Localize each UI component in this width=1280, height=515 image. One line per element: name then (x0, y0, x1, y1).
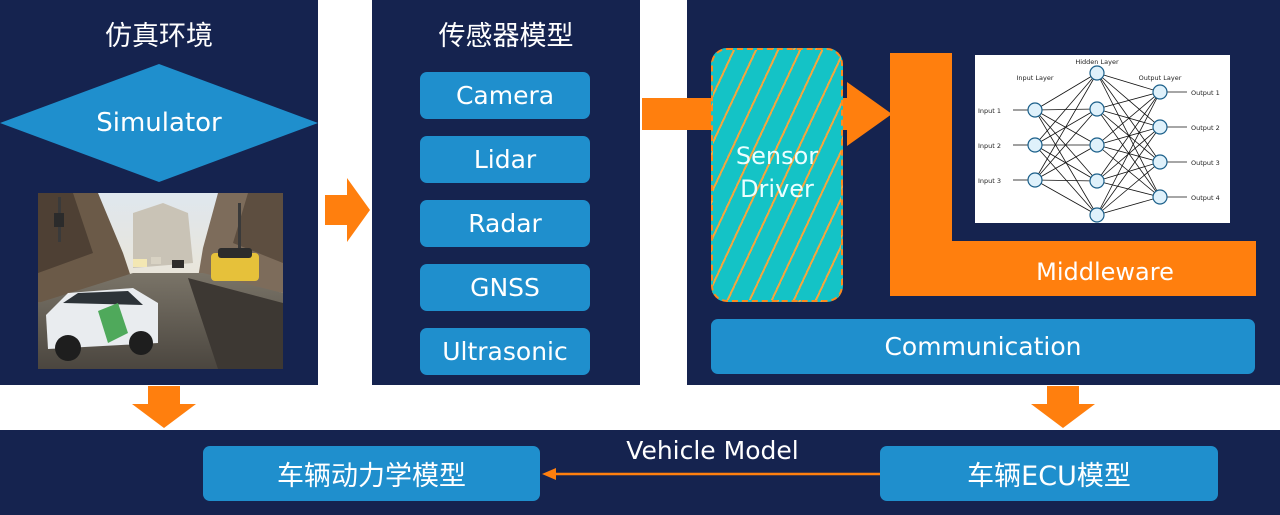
nn-edge (1034, 109, 1098, 182)
nn-connections (1013, 72, 1187, 216)
nn-hidden-node (1089, 101, 1105, 117)
nn-input-2: Input 2 (978, 142, 1001, 150)
vehicle-ecu-button[interactable]: 车辆ECU模型 (880, 446, 1218, 501)
middleware-l-shape (890, 53, 1256, 296)
nn-edge (1096, 72, 1161, 93)
sensor-radar-button[interactable]: Radar (420, 200, 590, 247)
nn-input-node (1027, 102, 1043, 118)
sensor-panel (372, 0, 640, 385)
nn-edge (1034, 179, 1098, 182)
nn-hidden-layer-label: Hidden Layer (1075, 58, 1119, 66)
nn-output-3: Output 3 (1191, 159, 1220, 167)
nn-edge (1034, 72, 1098, 111)
nn-edge (1034, 72, 1098, 181)
nn-output-2: Output 2 (1191, 124, 1220, 132)
nn-input-node (1027, 137, 1043, 153)
nn-edge (1096, 91, 1161, 182)
nn-edge (1096, 161, 1161, 216)
nn-hidden-node (1089, 137, 1105, 153)
nn-output-1: Output 1 (1191, 89, 1220, 97)
vehicle-model-label: Vehicle Model (626, 436, 799, 465)
sensor-ultrasonic-button[interactable]: Ultrasonic (420, 328, 590, 375)
neural-network-diagram: Hidden Layer Input Layer Output Layer In… (975, 55, 1230, 223)
nn-output-node (1152, 154, 1168, 170)
nn-edge (1096, 91, 1161, 216)
sensor-title: 传感器模型 (438, 21, 574, 52)
simulator-diamond[interactable] (0, 64, 318, 182)
nn-edge (1096, 72, 1161, 163)
nn-edge (1034, 144, 1098, 216)
sensor-camera-button[interactable]: Camera (420, 72, 590, 119)
nn-hidden-node (1089, 65, 1105, 81)
arrow-down-stack (1031, 386, 1095, 428)
nn-edge (1034, 108, 1098, 181)
sensor-driver-line2: Driver (740, 175, 814, 203)
nn-edge (1096, 91, 1161, 110)
nn-edge (1096, 126, 1161, 216)
nn-edge (1034, 109, 1098, 146)
sensor-driver-box[interactable] (711, 48, 843, 302)
nn-hidden-node (1089, 173, 1105, 189)
arrow-down-simulation (132, 386, 196, 428)
vehicle-dynamics-button[interactable]: 车辆动力学模型 (203, 446, 540, 501)
nn-edge (1096, 91, 1161, 146)
nn-edge (1096, 108, 1161, 163)
nn-input-layer-label: Input Layer (1016, 74, 1053, 82)
sensor-gnss-button[interactable]: GNSS (420, 264, 590, 311)
sensor-driver-line1: Sensor (735, 142, 819, 170)
nn-output-layer-label: Output Layer (1139, 74, 1182, 82)
sensor-lidar-button[interactable]: Lidar (420, 136, 590, 183)
nn-edge (1034, 144, 1098, 181)
nn-output-4: Output 4 (1191, 194, 1220, 202)
nn-output-node (1152, 189, 1168, 205)
middleware-label: Middleware (1036, 258, 1174, 286)
nn-edge (1034, 179, 1098, 216)
nn-edge (1096, 196, 1161, 216)
simulator-label: Simulator (96, 108, 222, 138)
nn-edge (1034, 72, 1098, 146)
nn-nodes (1027, 65, 1168, 223)
nn-input-1: Input 1 (978, 107, 1001, 115)
nn-edge (1034, 144, 1098, 182)
communication-bar[interactable]: Communication (711, 319, 1255, 374)
sensor-driver-label: Sensor Driver (711, 140, 843, 206)
nn-output-node (1152, 84, 1168, 100)
nn-input-node (1027, 172, 1043, 188)
nn-input-3: Input 3 (978, 177, 1001, 185)
nn-hidden-node (1089, 207, 1105, 223)
simulation-title: 仿真环境 (105, 21, 213, 52)
nn-output-node (1152, 119, 1168, 135)
nn-edge (1096, 72, 1161, 128)
arrow-left-ecu-to-dynamics (542, 468, 880, 480)
arrow-right-simulation-to-sensor (325, 178, 370, 242)
street-scene-image (38, 193, 283, 369)
